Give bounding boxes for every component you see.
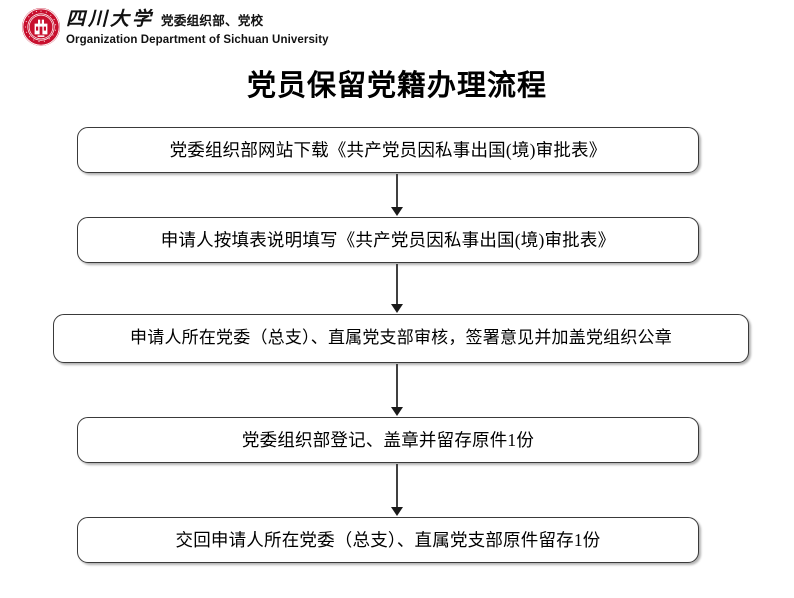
page-title: 党员保留党籍办理流程 xyxy=(246,70,547,102)
department-name-en: Organization Department of Sichuan Unive… xyxy=(66,34,329,46)
flow-step-1: 党委组织部网站下载《共产党员因私事出国(境)审批表》 xyxy=(77,127,699,173)
flow-step-1-label: 党委组织部网站下载《共产党员因私事出国(境)审批表》 xyxy=(169,139,607,160)
university-name-cn: 四川大学 xyxy=(66,9,155,30)
brand-line-primary: 四川大学 党委组织部、党校 xyxy=(66,10,486,32)
page-header: 四川大学 党委组织部、党校 Organization Department of… xyxy=(0,0,794,56)
flow-step-3: 申请人所在党委（总支）、直属党支部审核，签署意见并加盖党组织公章 xyxy=(53,314,749,363)
brand-text-block: 四川大学 党委组织部、党校 Organization Department of… xyxy=(66,10,486,47)
flow-step-2-label: 申请人按填表说明填写《共产党员因私事出国(境)审批表》 xyxy=(160,229,616,250)
flow-step-2: 申请人按填表说明填写《共产党员因私事出国(境)审批表》 xyxy=(77,217,699,263)
flow-arrow-2-icon xyxy=(390,264,404,313)
flow-step-4-label: 党委组织部登记、盖章并留存原件1份 xyxy=(241,429,535,450)
flow-step-3-label: 申请人所在党委（总支）、直属党支部审核，签署意见并加盖党组织公章 xyxy=(130,328,672,348)
flow-step-5: 交回申请人所在党委（总支）、直属党支部原件留存1份 xyxy=(77,517,699,563)
flow-arrow-1-icon xyxy=(390,174,404,216)
sichuan-university-seal-icon xyxy=(21,7,61,47)
flow-step-5-label: 交回申请人所在党委（总支）、直属党支部原件留存1份 xyxy=(175,529,601,550)
flow-arrow-4-icon xyxy=(390,464,404,516)
department-name-cn: 党委组织部、党校 xyxy=(161,14,264,28)
flow-arrow-3-icon xyxy=(390,364,404,416)
flow-step-4: 党委组织部登记、盖章并留存原件1份 xyxy=(77,417,699,463)
